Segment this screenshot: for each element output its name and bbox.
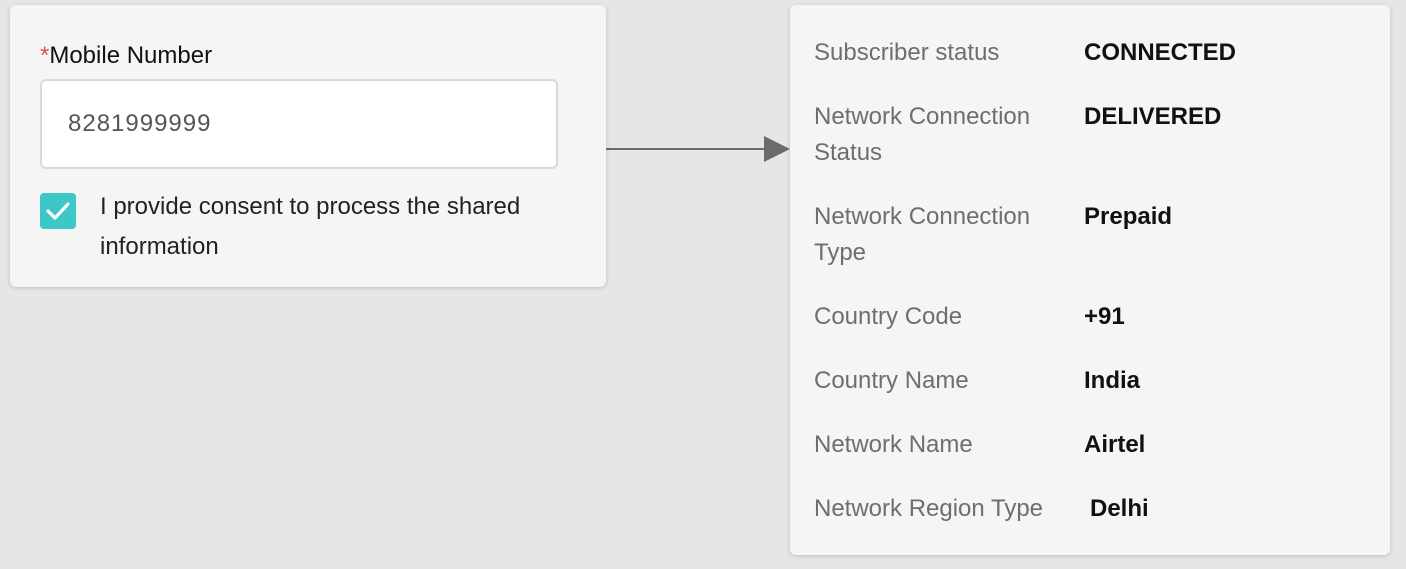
required-marker: * — [40, 42, 50, 69]
result-value: DELIVERED — [1084, 103, 1222, 130]
result-value: Delhi — [1090, 495, 1149, 522]
result-key: Network Connection Status — [814, 103, 1031, 166]
mobile-form-card: *Mobile Number I provide consent to proc… — [10, 5, 606, 287]
mobile-number-label-text: Mobile Number — [49, 42, 213, 69]
result-value: Prepaid — [1084, 203, 1173, 230]
result-value: Airtel — [1084, 431, 1146, 458]
result-key: Network Connection Type — [814, 203, 1031, 266]
mobile-number-label: *Mobile Number — [40, 41, 212, 71]
result-key: Network Name — [814, 431, 973, 458]
mobile-number-input[interactable] — [40, 79, 558, 169]
result-value: +91 — [1084, 303, 1125, 330]
consent-label: I provide consent to process the shared … — [100, 193, 521, 260]
lookup-result-card: Subscriber status CONNECTED Network Conn… — [790, 5, 1390, 555]
result-value: CONNECTED — [1084, 39, 1237, 66]
result-key: Country Code — [814, 303, 963, 330]
result-key: Network Region Type — [814, 495, 1044, 522]
result-key: Subscriber status — [814, 39, 1000, 66]
result-key: Country Name — [814, 367, 969, 394]
arrow-right-icon — [606, 136, 790, 162]
consent-checkbox[interactable] — [40, 193, 76, 229]
check-icon — [46, 202, 70, 220]
result-value: India — [1084, 367, 1141, 394]
